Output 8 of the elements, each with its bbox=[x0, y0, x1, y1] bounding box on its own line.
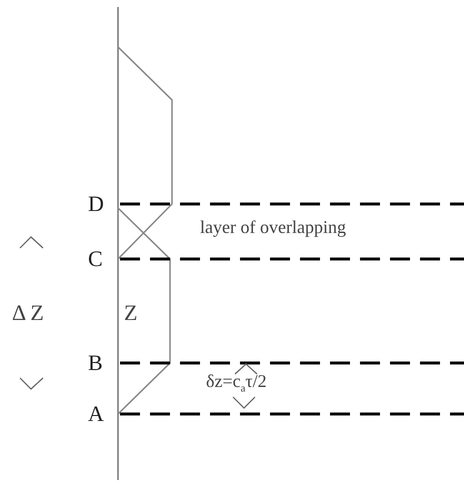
formula-label: δz=c$_{a}$τ/2 bbox=[206, 372, 267, 394]
level-label: D bbox=[88, 193, 104, 215]
level-label: C bbox=[88, 248, 103, 270]
level-label: A bbox=[88, 403, 104, 425]
level-label: B bbox=[88, 352, 103, 374]
height-label: Z bbox=[124, 302, 138, 324]
region-label: layer of overlapping bbox=[200, 218, 346, 236]
height-label: Δ Z bbox=[12, 302, 44, 324]
